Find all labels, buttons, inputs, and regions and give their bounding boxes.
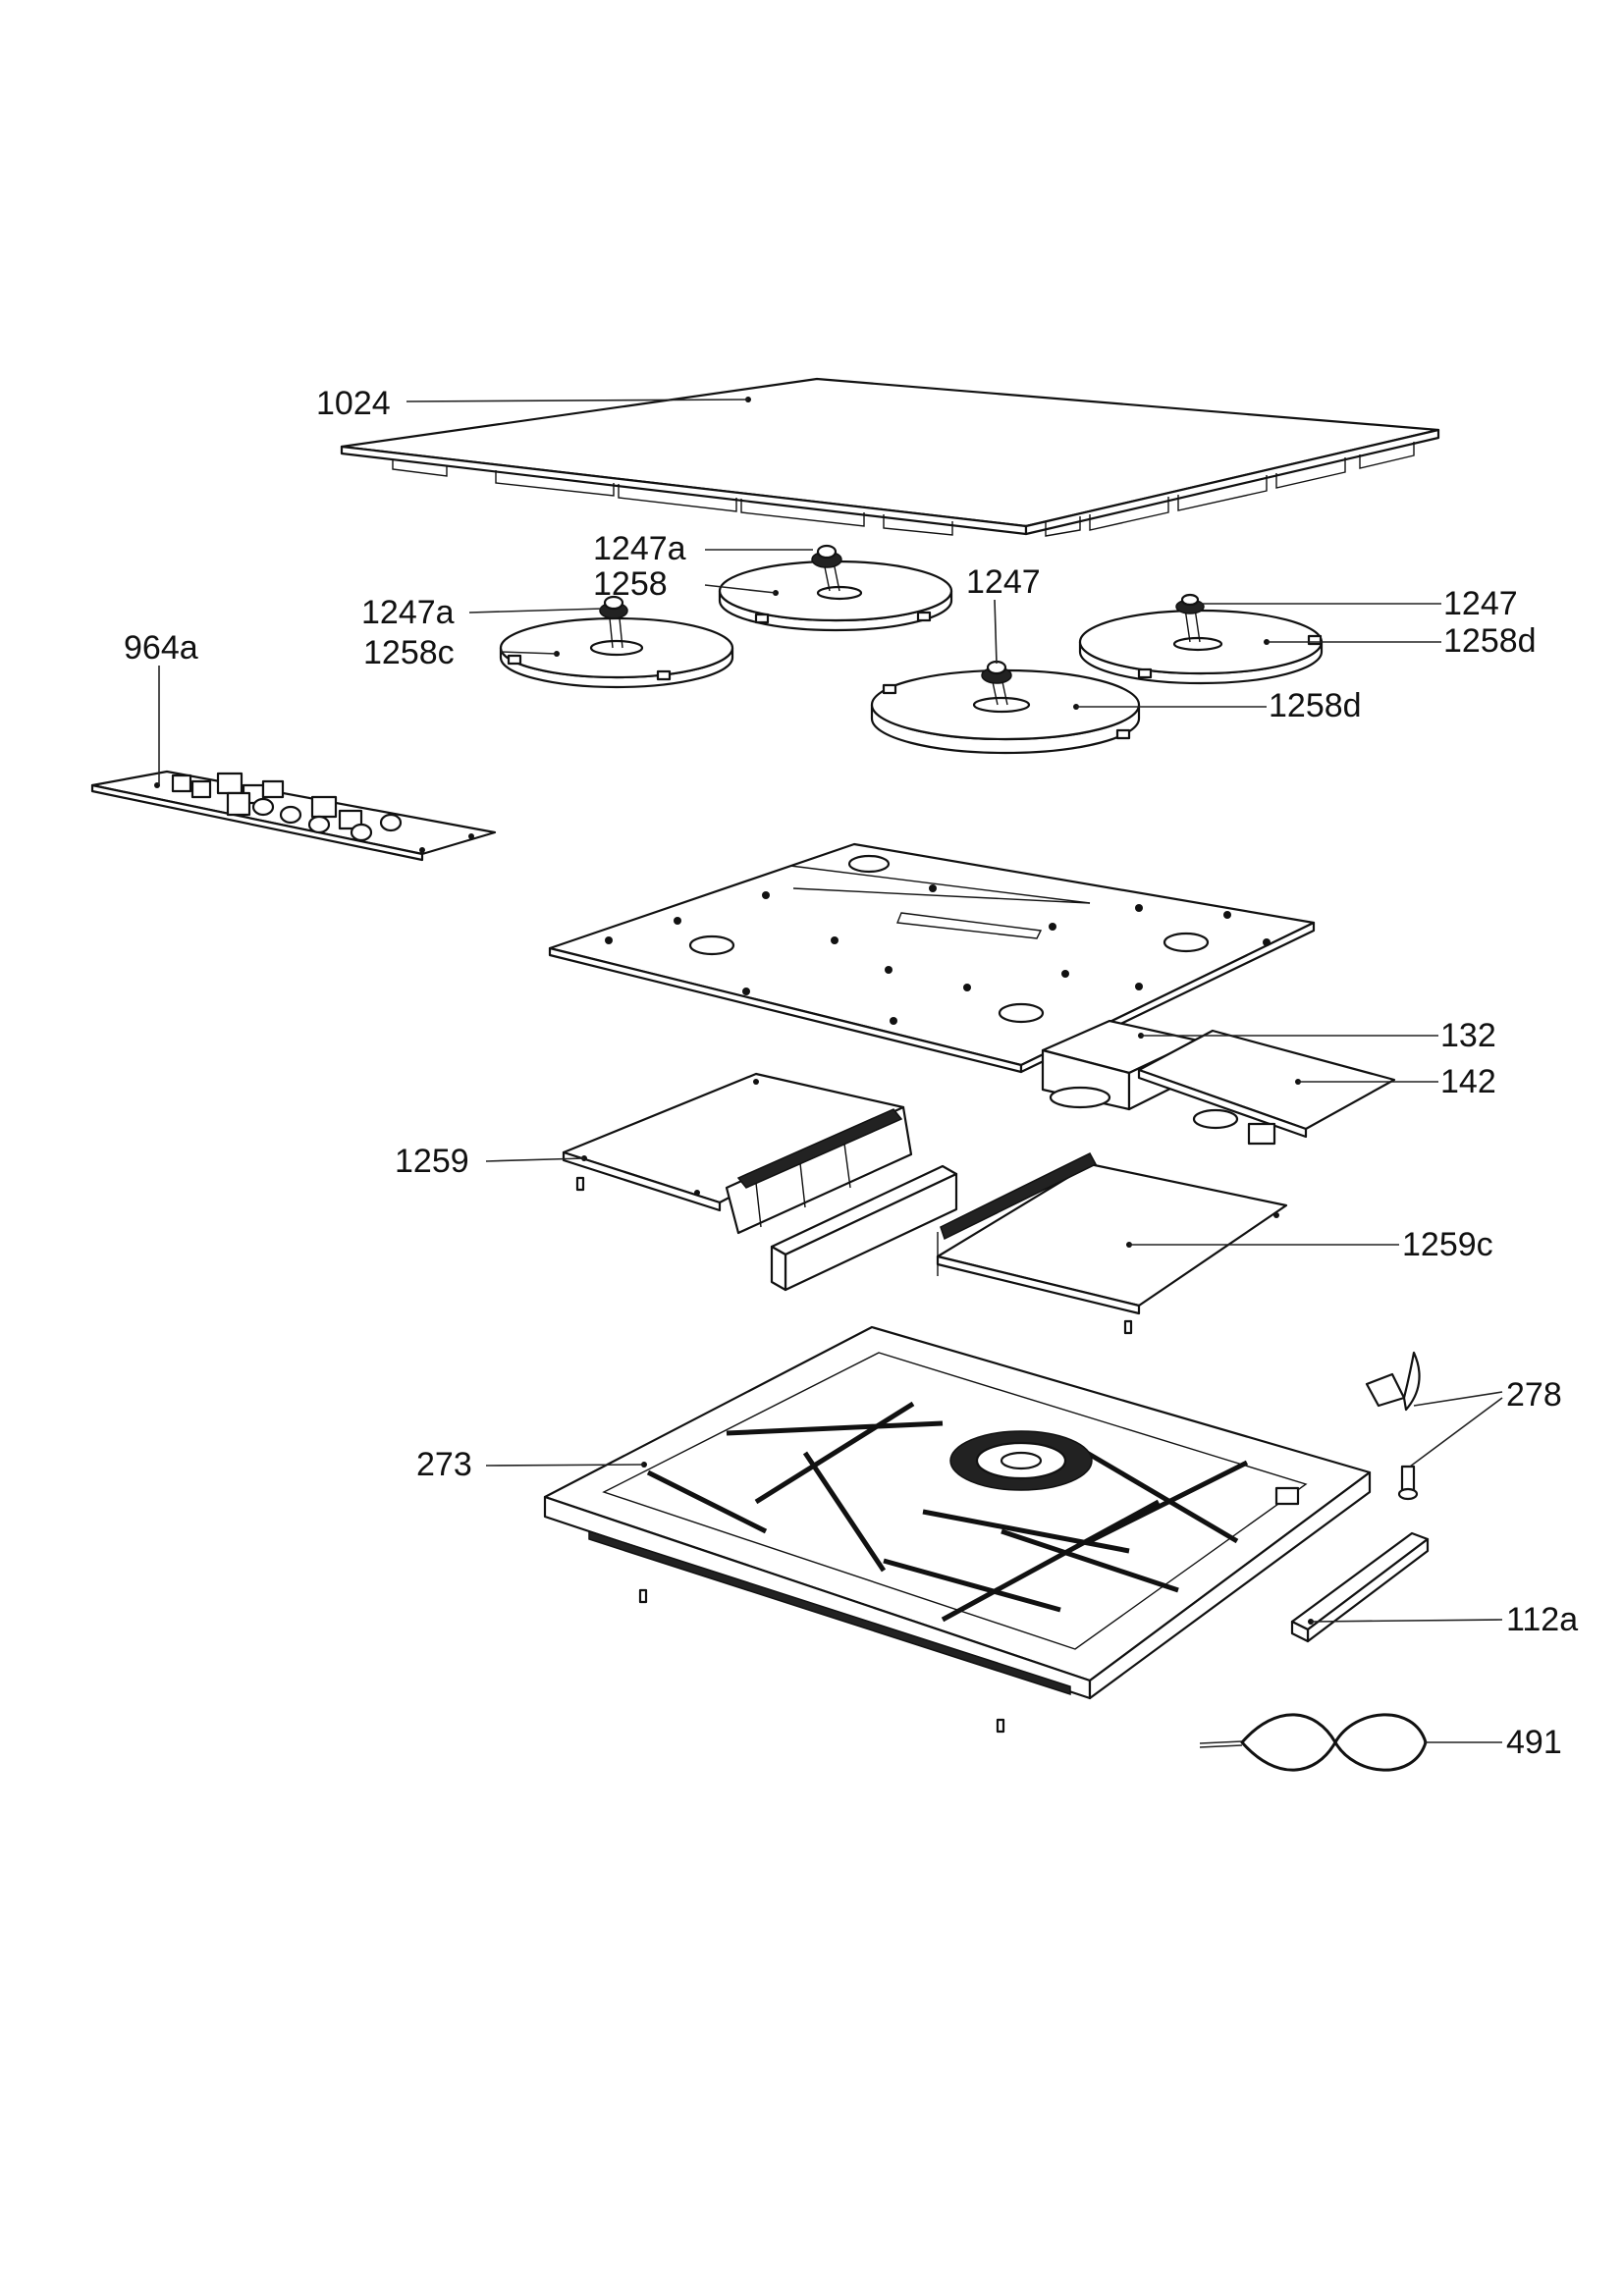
label-964a: 964a	[124, 629, 198, 667]
label-278: 278	[1506, 1376, 1562, 1414]
label-142: 142	[1440, 1063, 1496, 1100]
part-491-cable	[1199, 1713, 1428, 1772]
leader-lines	[158, 399, 1503, 1743]
part-1247a-sensor-left	[599, 595, 628, 649]
label-1258: 1258	[593, 565, 668, 603]
part-273-base-tray	[543, 1325, 1372, 1734]
part-heatsink-bar	[770, 1164, 958, 1292]
label-1259: 1259	[395, 1143, 469, 1180]
label-1247a-left: 1247a	[361, 594, 455, 631]
part-142-power-board	[1137, 1029, 1396, 1146]
label-1258d-right: 1258d	[1443, 622, 1537, 660]
label-1247-right: 1247	[1443, 585, 1518, 622]
label-1258c: 1258c	[363, 634, 455, 671]
label-1247a-top: 1247a	[593, 530, 686, 567]
part-1259-induction-board	[562, 1072, 913, 1235]
part-1259c-induction-board	[936, 1152, 1288, 1335]
label-132: 132	[1440, 1017, 1496, 1054]
part-1247-sensor-right	[1175, 593, 1205, 643]
label-491: 491	[1506, 1724, 1562, 1761]
part-1258-coil	[718, 560, 953, 632]
part-1258d-coil-middle	[870, 668, 1141, 755]
label-1259c: 1259c	[1402, 1226, 1493, 1263]
label-1247-middle: 1247	[966, 563, 1041, 601]
part-1258c-coil	[499, 616, 734, 689]
part-1024-glass-top	[340, 377, 1440, 537]
part-1247a-sensor-top	[811, 544, 842, 592]
part-964a-control-board	[90, 770, 497, 862]
label-1024: 1024	[316, 385, 391, 422]
label-112a: 112a	[1506, 1601, 1578, 1638]
part-1258d-coil-right	[1078, 609, 1324, 685]
part-112a-bracket	[1290, 1531, 1430, 1643]
part-278-clip-and-screw	[1365, 1351, 1421, 1501]
part-1247-sensor-middle	[981, 660, 1012, 706]
label-273: 273	[416, 1446, 472, 1483]
label-1258d-middle: 1258d	[1269, 687, 1362, 724]
